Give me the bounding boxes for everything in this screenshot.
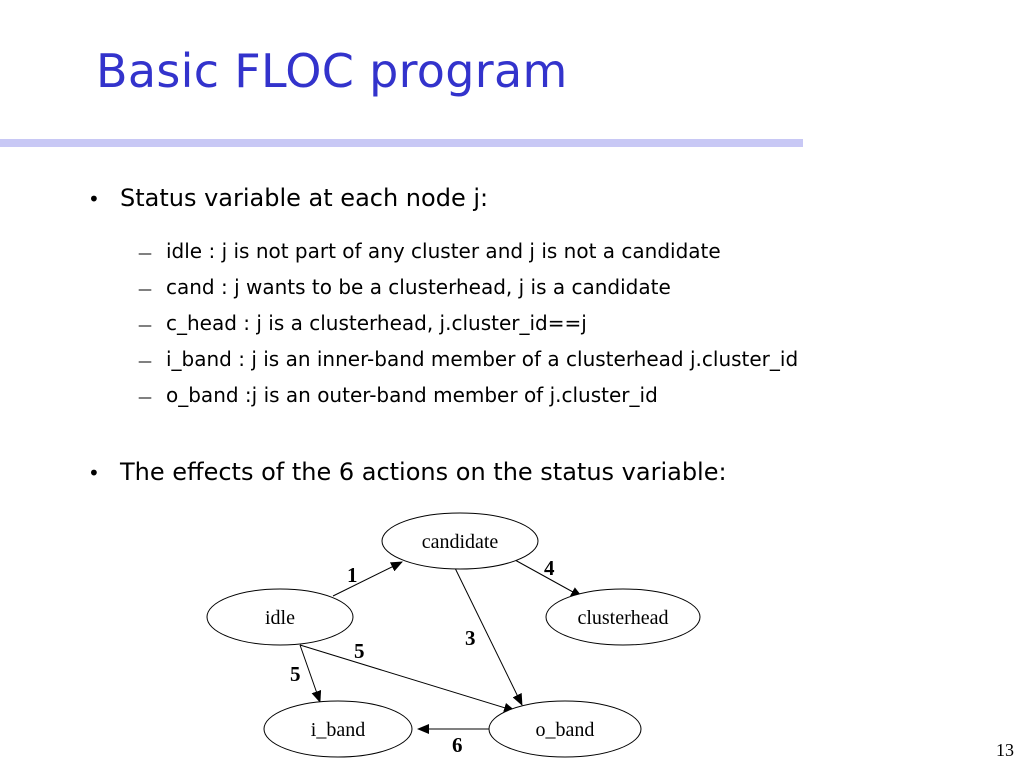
dash-marker: — <box>138 390 152 406</box>
list-item: — o_band :j is an outer-band member of j… <box>138 380 798 416</box>
bullet-dot: • <box>88 187 100 211</box>
node-clusterhead <box>545 588 701 646</box>
edge-label-6: 6 <box>452 733 463 757</box>
node-label-candidate: candidate <box>422 531 499 553</box>
list-item-text: idle : j is not part of any cluster and … <box>166 239 721 263</box>
dash-marker: — <box>138 282 152 298</box>
node-o-band <box>488 700 642 758</box>
node-i-band <box>263 700 413 758</box>
bullet-text: Status variable at each node j: <box>120 184 489 212</box>
bullet-text: The effects of the 6 actions on the stat… <box>120 458 727 486</box>
node-label-idle: idle <box>265 607 295 629</box>
node-label-o-band: o_band <box>536 719 595 741</box>
dash-marker: — <box>138 318 152 334</box>
edge-candidate-to-o-band <box>454 567 523 706</box>
list-item-text: i_band : j is an inner-band member of a … <box>166 347 799 371</box>
bullet-dot: • <box>88 461 100 485</box>
slide-title: Basic FLOC program <box>96 44 568 98</box>
status-definitions-list: — idle : j is not part of any cluster an… <box>138 236 798 416</box>
edge-candidate-to-clusterhead <box>514 559 583 598</box>
edge-label-5-o-band: 5 <box>354 639 365 663</box>
list-item: — i_band : j is an inner-band member of … <box>138 344 798 380</box>
list-item: — idle : j is not part of any cluster an… <box>138 236 798 272</box>
list-item: — cand : j wants to be a clusterhead, j … <box>138 272 798 308</box>
node-label-clusterhead: clusterhead <box>577 607 668 629</box>
list-item-text: c_head : j is a clusterhead, j.cluster_i… <box>166 311 587 335</box>
list-item-text: o_band :j is an outer-band member of j.c… <box>166 383 658 407</box>
bullet-status-variable: • Status variable at each node j: <box>88 184 488 212</box>
page-number: 13 <box>996 740 1014 760</box>
list-item-text: cand : j wants to be a clusterhead, j is… <box>166 275 671 299</box>
edge-idle-to-o-band <box>299 644 516 713</box>
edge-label-5-i-band: 5 <box>290 662 301 686</box>
dash-marker: — <box>138 246 152 262</box>
title-divider <box>0 139 803 147</box>
edge-label-4: 4 <box>544 556 555 580</box>
edge-idle-to-candidate <box>332 561 403 597</box>
edge-label-3: 3 <box>465 626 476 650</box>
node-label-i-band: i_band <box>311 719 365 741</box>
node-candidate <box>381 512 539 570</box>
bullet-effects-of-actions: • The effects of the 6 actions on the st… <box>88 458 727 486</box>
list-item: — c_head : j is a clusterhead, j.cluster… <box>138 308 798 344</box>
edge-label-1: 1 <box>347 563 358 587</box>
edge-idle-to-i-band <box>299 644 322 703</box>
dash-marker: — <box>138 354 152 370</box>
node-idle <box>206 588 354 646</box>
